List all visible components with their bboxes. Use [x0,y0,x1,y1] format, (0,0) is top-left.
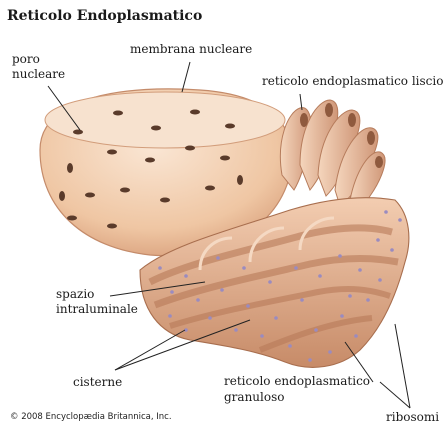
label-reticolo-granuloso-1: reticolo endoplasmatico [224,374,370,388]
label-cisterne: cisterne [73,375,122,389]
label-poro: poro [12,52,40,66]
diagram-title: Reticolo Endoplasmatico [7,8,202,24]
label-ribosomi: ribosomi [386,410,439,424]
label-spazio: spazio [56,287,94,301]
label-reticolo-granuloso-2: granuloso [224,390,284,404]
label-intraluminale: intraluminale [56,302,138,316]
label-membrana-nucleare: membrana nucleare [130,42,252,56]
label-nucleare: nucleare [12,67,65,81]
smooth-er [280,100,385,214]
copyright-notice: © 2008 Encyclopædia Britannica, Inc. [10,412,172,422]
label-reticolo-liscio: reticolo endoplasmatico liscio [262,74,446,88]
